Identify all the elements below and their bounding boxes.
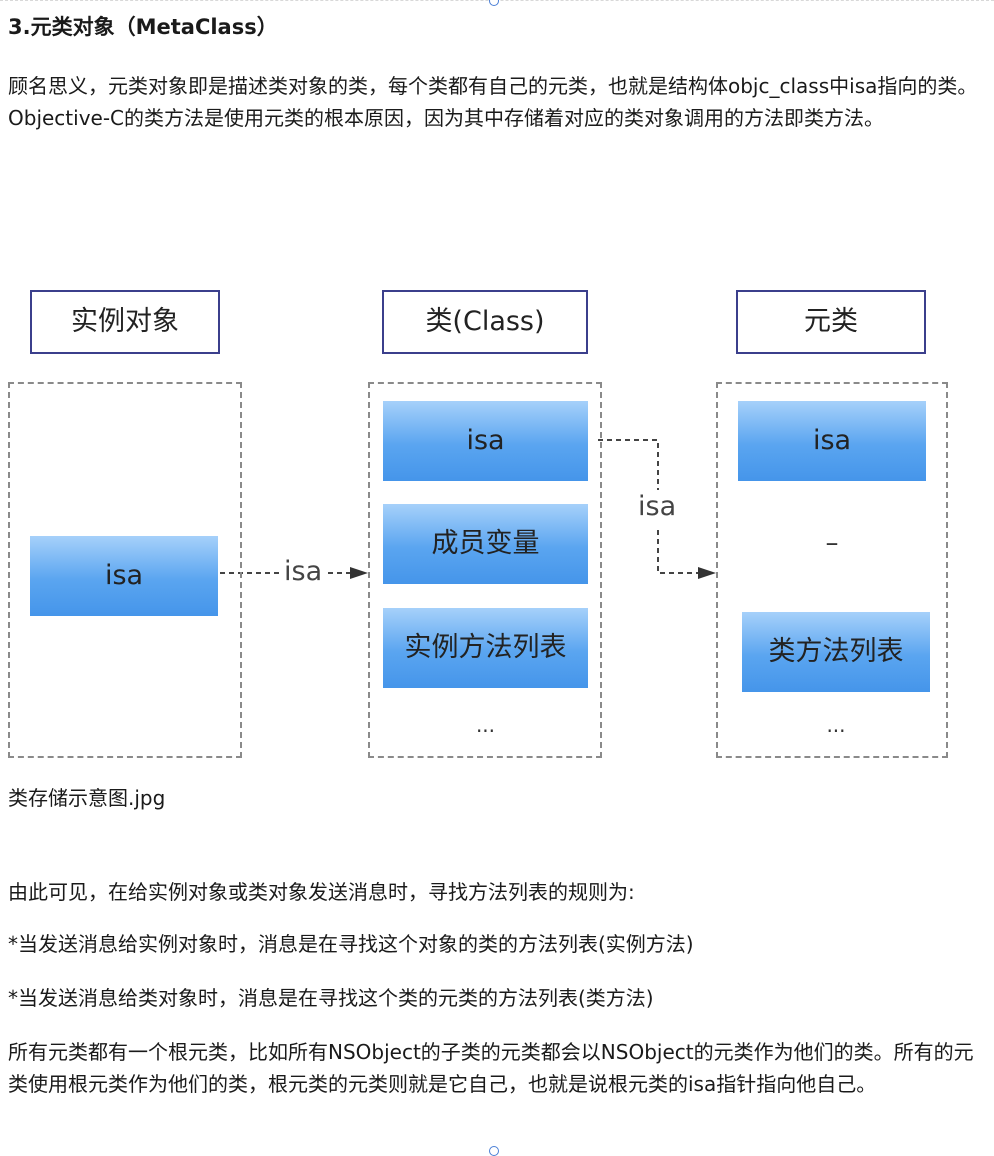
bullet-instance-message: *当发送消息给实例对象时，消息是在寻找这个对象的类的方法列表(实例方法) (8, 932, 694, 956)
arrow-instance-to-class-head (350, 567, 368, 579)
arrow-class-to-meta-line-top (598, 439, 659, 490)
class-ivars-cell: 成员变量 (383, 504, 588, 584)
arrow-class-to-meta-line-bottom (657, 530, 698, 574)
diagram-connectors (220, 439, 716, 579)
class-ellipsis: ... (475, 713, 496, 737)
arrow-label-instance-isa: isa (284, 556, 323, 587)
rules-paragraph: 由此可见，在给实例对象或类对象发送消息时，寻找方法列表的规则为: (8, 880, 635, 904)
instance-object-title: 实例对象 (30, 290, 220, 354)
bullet-class-message: *当发送消息给类对象时，消息是在寻找这个类的元类的方法列表(类方法) (8, 986, 654, 1010)
class-instance-methods-cell: 实例方法列表 (383, 608, 588, 688)
root-metaclass-paragraph: 所有元类都有一个根元类，比如所有NSObject的子类的元类都会以NSObjec… (8, 1040, 974, 1096)
section-heading: 3.元类对象（MetaClass） (8, 15, 278, 39)
image-caption: 类存储示意图.jpg (8, 786, 166, 810)
metaclass-class-methods-cell: 类方法列表 (742, 612, 930, 692)
instance-object-container (8, 382, 242, 758)
class-container (368, 382, 602, 758)
arrow-label-class-isa: isa (638, 491, 677, 522)
metaclass-container (716, 382, 948, 758)
resize-handle-top[interactable] (489, 0, 499, 6)
class-isa-cell: isa (383, 401, 588, 481)
metaclass-ellipsis: ... (826, 713, 846, 737)
intro-paragraph: 顾名思义，元类对象即是描述类对象的类，每个类都有自己的元类，也就是结构体objc… (8, 74, 978, 130)
class-storage-diagram: 实例对象 isa 类(Class) isa 成员变量 实例方法列表 ... 元类… (0, 280, 994, 770)
arrow-class-to-meta-head (698, 567, 716, 579)
resize-handle-bottom[interactable] (489, 1146, 499, 1156)
instance-isa-cell: isa (30, 536, 218, 616)
metaclass-empty-marker: – (825, 528, 839, 558)
metaclass-title: 元类 (736, 290, 926, 354)
class-title: 类(Class) (382, 290, 588, 354)
metaclass-isa-cell: isa (738, 401, 926, 481)
